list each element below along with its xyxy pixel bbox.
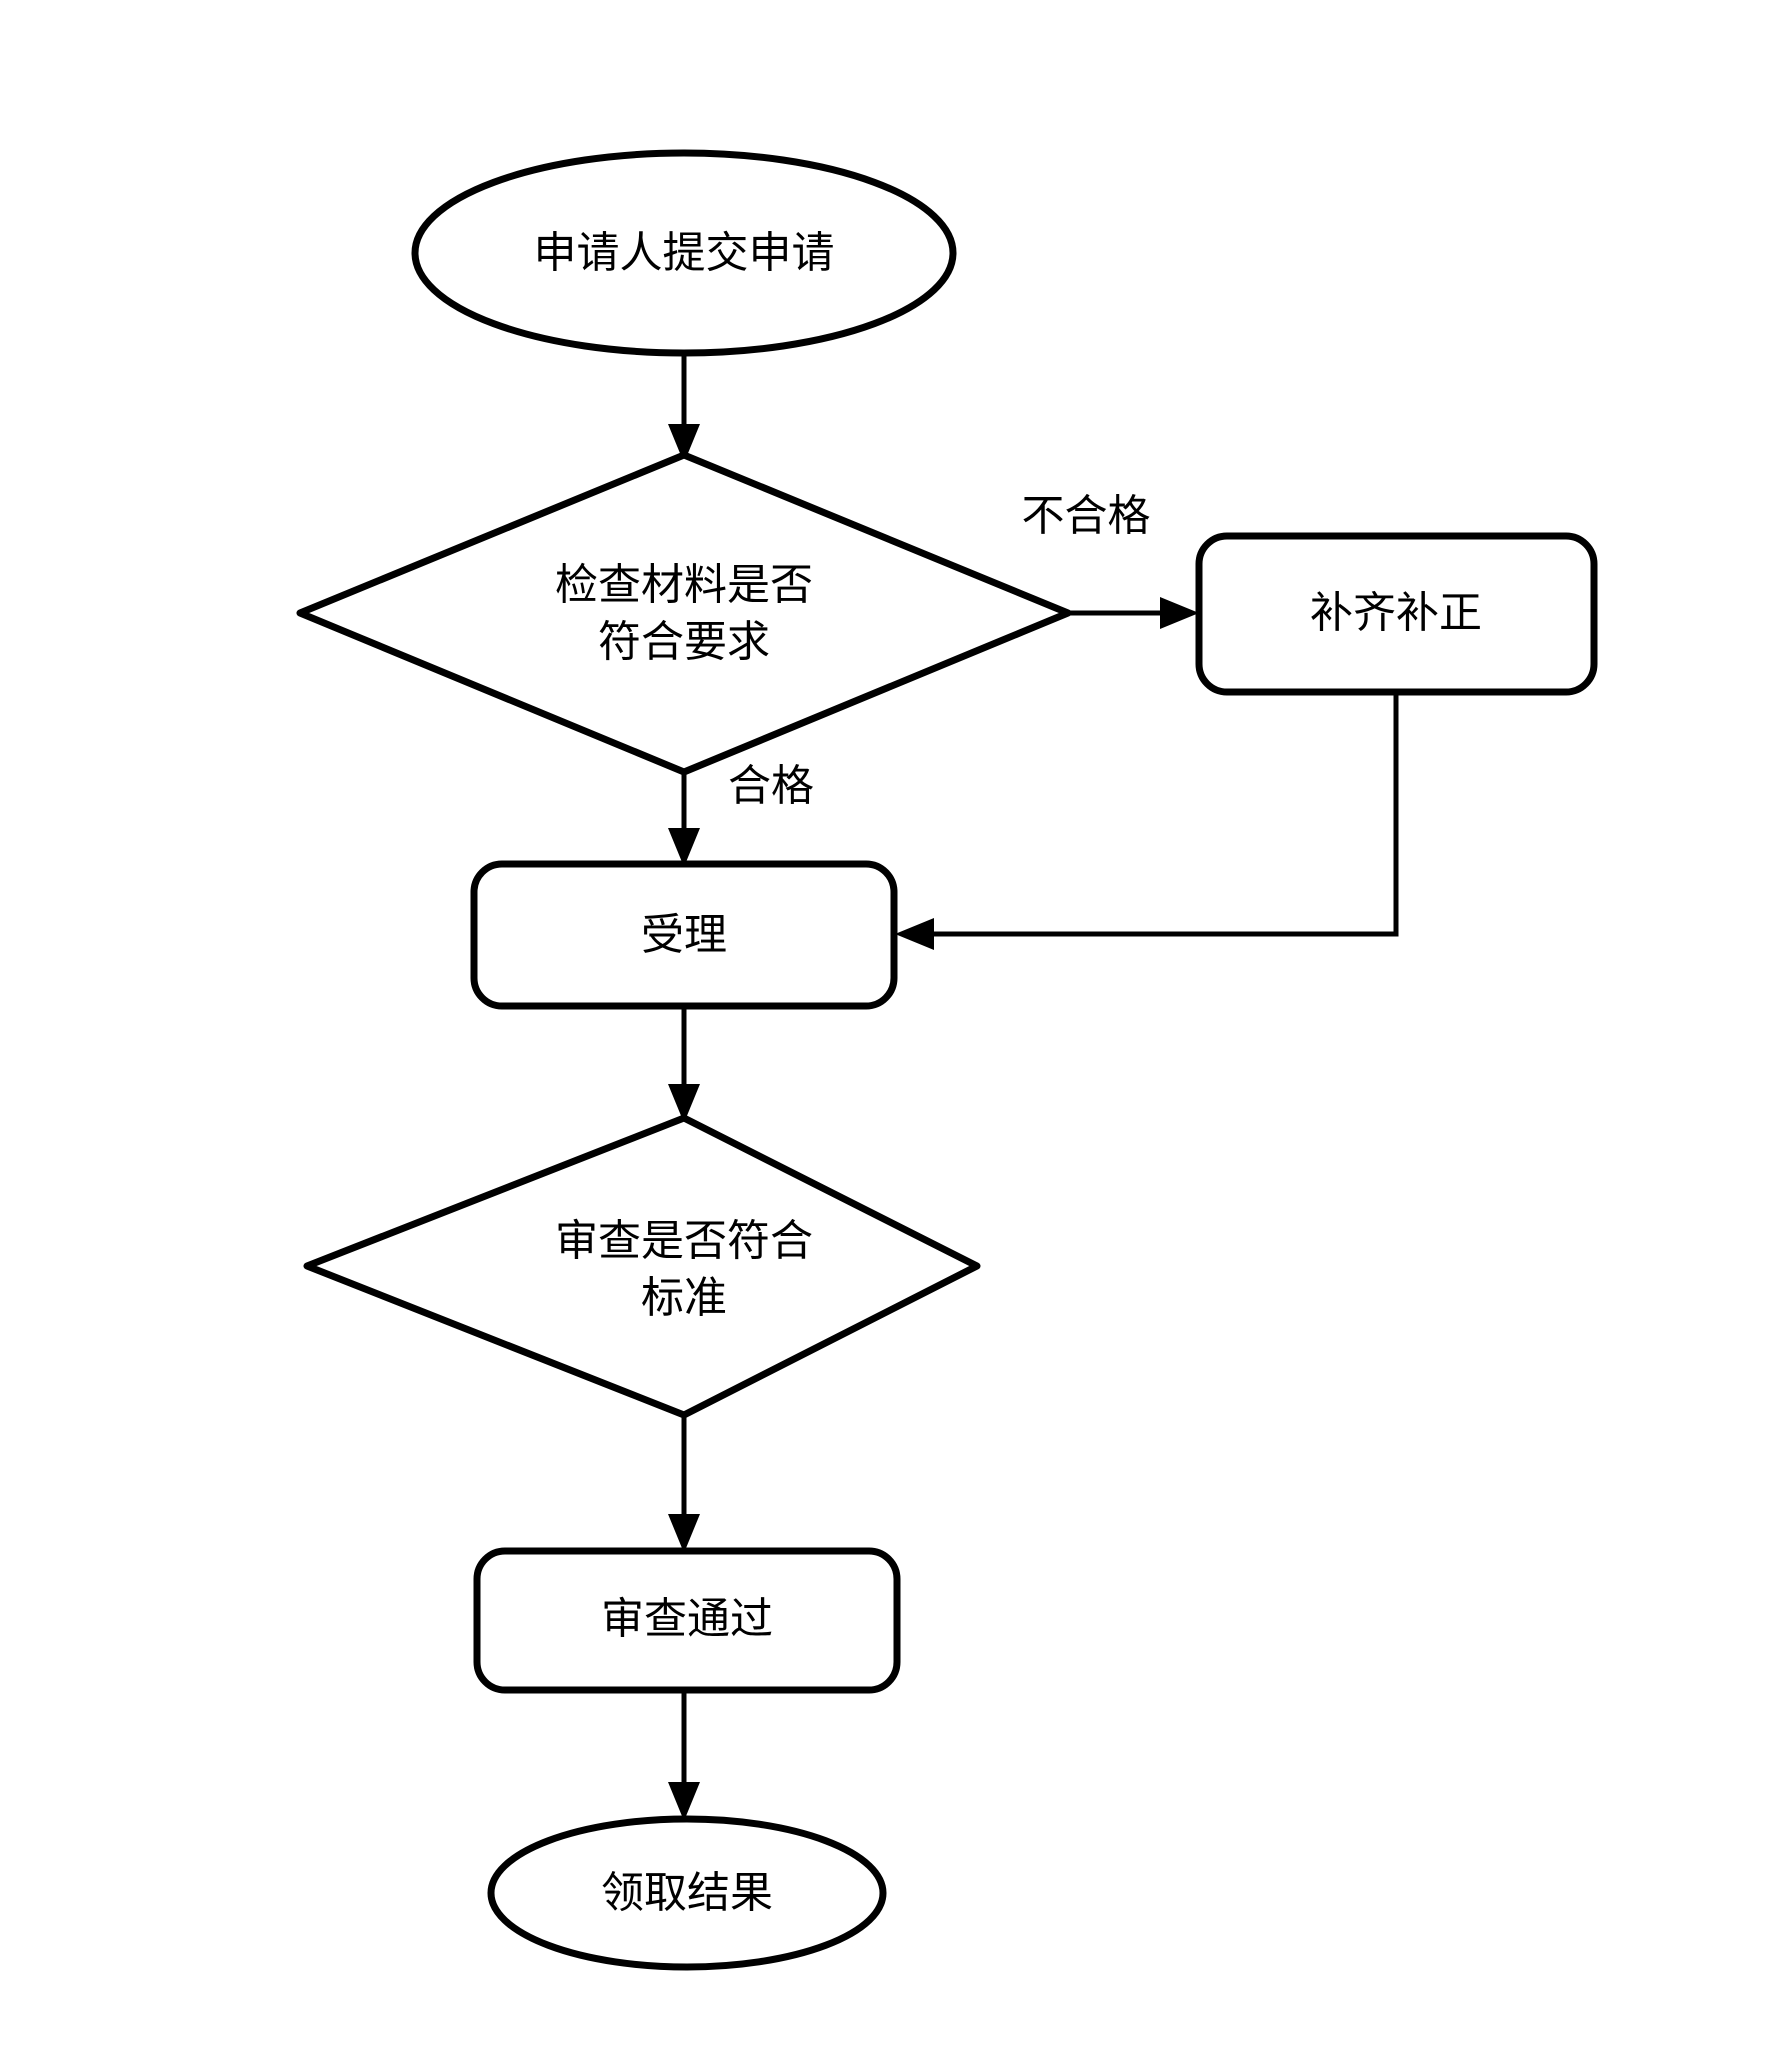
review-standard-label-line1: 审查是否符合 <box>555 1217 813 1267</box>
edge-label-he-ge: 合格 <box>728 762 814 812</box>
node-collect-result[interactable]: 领取结果 <box>487 1815 887 1971</box>
edge-passed-to-collect <box>668 1690 700 1821</box>
edge-label-bu-he-ge: 不合格 <box>1022 492 1151 542</box>
accept-box-shape <box>470 860 898 1010</box>
node-check-materials[interactable]: 检查材料是否 符合要求 <box>296 451 1072 776</box>
node-accept[interactable]: 受理 <box>470 860 898 1010</box>
edge-check-to-accept <box>668 760 700 867</box>
node-review-standard[interactable]: 审查是否符合 标准 <box>303 1114 981 1419</box>
supplement-box-shape <box>1195 532 1598 696</box>
edge-check-to-supplement <box>1068 597 1199 629</box>
check-materials-label-line1: 检查材料是否 <box>555 561 813 611</box>
edge-review-to-passed <box>668 1415 700 1553</box>
start-label: 申请人提交申请 <box>534 229 835 279</box>
collect-result-ellipse-shape <box>487 1815 887 1971</box>
start-ellipse-shape <box>411 149 957 357</box>
accept-label: 受理 <box>641 911 727 961</box>
edge-accept-to-review <box>668 1006 700 1123</box>
supplement-label: 补齐补正 <box>1310 589 1482 639</box>
edge-start-to-check <box>668 355 700 463</box>
review-standard-diamond-shape <box>303 1114 981 1419</box>
review-passed-label: 审查通过 <box>601 1595 773 1645</box>
node-review-passed[interactable]: 审查通过 <box>473 1547 901 1694</box>
collect-result-label: 领取结果 <box>601 1869 773 1919</box>
review-passed-box-shape <box>473 1547 901 1694</box>
node-supplement[interactable]: 补齐补正 <box>1195 532 1598 696</box>
check-materials-label-line2: 符合要求 <box>598 618 770 668</box>
edge-supplement-to-accept <box>895 692 1399 950</box>
check-materials-diamond-shape <box>296 451 1072 776</box>
node-start[interactable]: 申请人提交申请 <box>411 149 957 357</box>
review-standard-label-line2: 标准 <box>641 1274 727 1324</box>
